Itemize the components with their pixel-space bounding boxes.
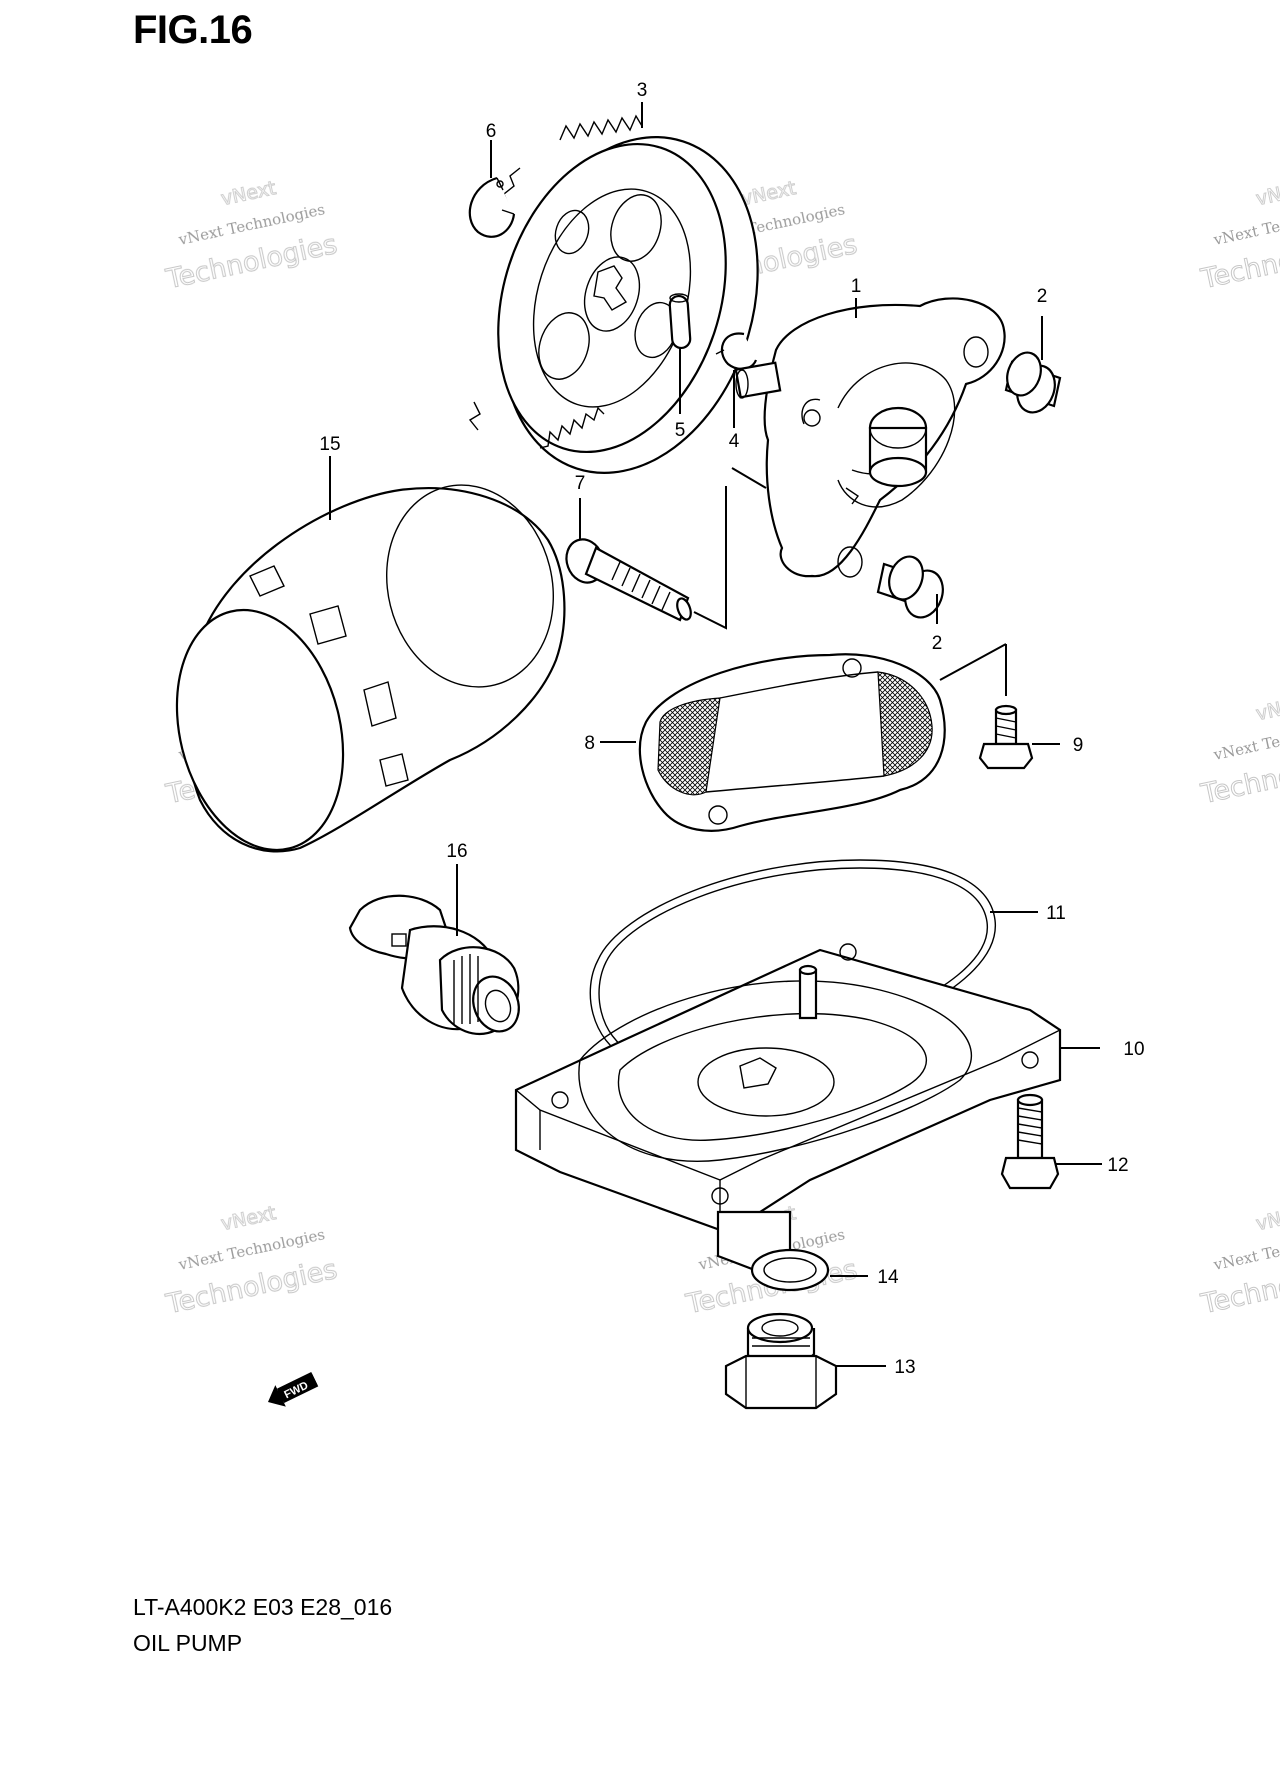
callout-12: 12 — [1107, 1155, 1128, 1176]
part-15-oil-filter — [175, 484, 566, 853]
part-10-oil-pan — [514, 943, 1062, 1274]
fwd-arrow-icon: FWD — [268, 1372, 319, 1407]
part-1-pump-body — [734, 297, 1006, 578]
callout-10: 10 — [1123, 1039, 1144, 1060]
leader-lines — [329, 102, 1102, 1367]
callout-5: 5 — [675, 420, 686, 441]
part-8-strainer — [638, 653, 946, 832]
watermark-vnext: vNext — [739, 177, 798, 210]
callout-9: 9 — [1073, 735, 1084, 756]
part-2-dowel-upper — [1004, 351, 1062, 414]
fwd-label: FWD — [282, 1380, 310, 1402]
part-7-bolt — [565, 538, 692, 622]
callout-8: 8 — [584, 733, 595, 754]
part-9-bolt — [978, 704, 1034, 770]
part-3-gear — [468, 114, 759, 474]
watermark-vnext: vNext — [219, 1202, 278, 1235]
callout-4: 4 — [729, 431, 740, 452]
callout-2-upper: 2 — [1037, 286, 1048, 307]
callout-11: 11 — [1046, 903, 1066, 924]
callout-13: 13 — [894, 1357, 915, 1378]
callout-14: 14 — [877, 1267, 899, 1288]
callout-15: 15 — [319, 434, 340, 455]
callout-1: 1 — [851, 276, 862, 297]
watermark-vnext: vNext — [1254, 1202, 1280, 1235]
part-12-bolt — [1000, 1093, 1060, 1190]
callout-7: 7 — [575, 473, 586, 494]
part-13-drain-plug — [724, 1312, 838, 1410]
model-code: LT-A400K2 E03 E28_016 — [133, 1594, 393, 1620]
figure-name: OIL PUMP — [133, 1630, 243, 1656]
part-14-washer — [750, 1248, 830, 1292]
callout-2-lower: 2 — [932, 633, 943, 654]
watermark-vnext: vNext — [1254, 177, 1280, 210]
callout-6: 6 — [486, 121, 497, 142]
callout-16: 16 — [446, 841, 467, 862]
figure-title: FIG.16 — [133, 8, 253, 52]
part-5-pin — [668, 293, 692, 350]
callout-labels: 1 2 2 3 4 5 6 7 8 9 10 11 12 13 14 15 16 — [319, 80, 1144, 1378]
watermark-vnext: vNext — [219, 177, 278, 210]
callout-3: 3 — [637, 80, 648, 101]
part-16-pressure-switch — [348, 894, 520, 1035]
part-2-dowel-lower — [876, 555, 944, 619]
part-6-circlip — [468, 176, 516, 238]
watermark-vnext: vNext — [1254, 692, 1280, 725]
